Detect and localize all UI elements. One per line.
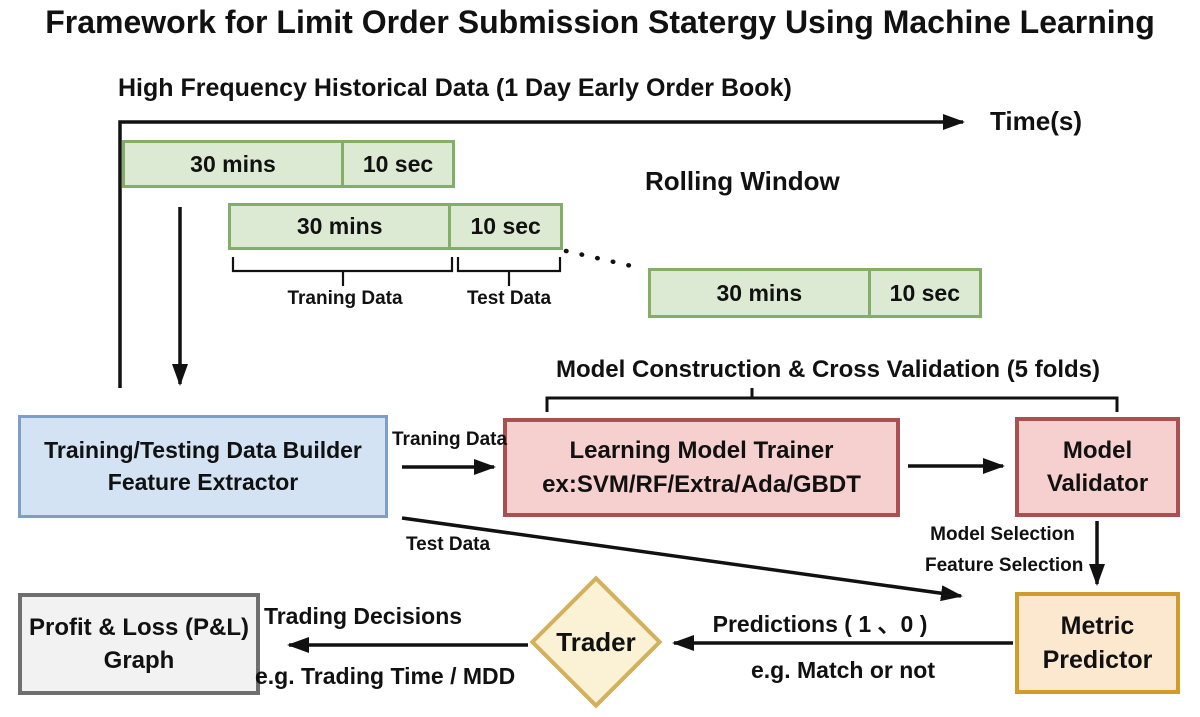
trading-time-mdd-label: e.g. Trading Time / MDD [255, 663, 516, 689]
model-selection-label: Model Selection [930, 524, 1075, 545]
page-title: Framework for Limit Order Submission Sta… [45, 4, 1155, 40]
model-validator-line2: Validator [1046, 470, 1149, 497]
rolling-window-heading: Rolling Window [645, 166, 840, 196]
window-3-train-segment: 30 mins [651, 271, 871, 315]
model-validator-line1: Model [1062, 436, 1133, 464]
edge-test-data-label: Test Data [405, 534, 491, 555]
pnl-graph-box: Profit & Loss (P&L) Graph [18, 593, 260, 695]
metric-predictor-line1: Metric [1060, 611, 1135, 640]
window-row-3: 30 mins 10 sec [648, 268, 982, 318]
model-validator-box: Model Validator [1015, 417, 1180, 517]
data-builder-line1: Training/Testing Data Builder [44, 436, 362, 463]
window-row-1: 30 mins 10 sec [122, 140, 455, 188]
historical-data-label: High Frequency Historical Data (1 Day Ea… [118, 74, 792, 102]
window-2-train-segment: 30 mins [231, 206, 452, 247]
pnl-line2: Graph [103, 647, 175, 674]
model-trainer-line1: Learning Model Trainer [569, 437, 834, 465]
cross-validation-label: Model Construction & Cross Validation (5… [555, 356, 1101, 383]
window-3-test-segment: 10 sec [889, 279, 961, 306]
data-builder-line2: Feature Extractor [107, 468, 299, 495]
predictions-label: Predictions ( 1 、0 ) [712, 611, 928, 637]
trader-label: Trader [556, 627, 636, 657]
pnl-line1: Profit & Loss (P&L) [29, 613, 249, 641]
cross-validation-bracket [545, 388, 1119, 412]
edge-traning-data-label: Traning Data [392, 429, 508, 450]
window-2-test-segment: 10 sec [470, 213, 541, 239]
brace-training-data-label: Traning Data [287, 288, 403, 309]
test-data-brace [456, 257, 562, 286]
metric-predictor-line2: Predictor [1042, 646, 1153, 674]
window-1-train-segment: 30 mins [125, 143, 344, 185]
match-or-not-label: e.g. Match or not [751, 657, 935, 683]
model-trainer-line2: ex:SVM/RF/Extra/Ada/GBDT [542, 470, 861, 498]
metric-predictor-box: Metric Predictor [1015, 592, 1180, 694]
model-trainer-box: Learning Model Trainer ex:SVM/RF/Extra/A… [503, 418, 900, 517]
feature-selection-label: Feature Selection [925, 555, 1084, 576]
training-data-brace [231, 257, 454, 286]
brace-test-data-label: Test Data [466, 288, 552, 309]
data-builder-box: Training/Testing Data Builder Feature Ex… [18, 415, 388, 518]
window-row-2: 30 mins 10 sec [228, 203, 563, 250]
trading-decisions-label: Trading Decisions [263, 603, 463, 629]
ellipsis-dots [563, 248, 639, 270]
time-axis-label: Time(s) [990, 106, 1082, 136]
test-data-arrow [401, 516, 963, 602]
window-1-test-segment: 10 sec [362, 150, 434, 177]
